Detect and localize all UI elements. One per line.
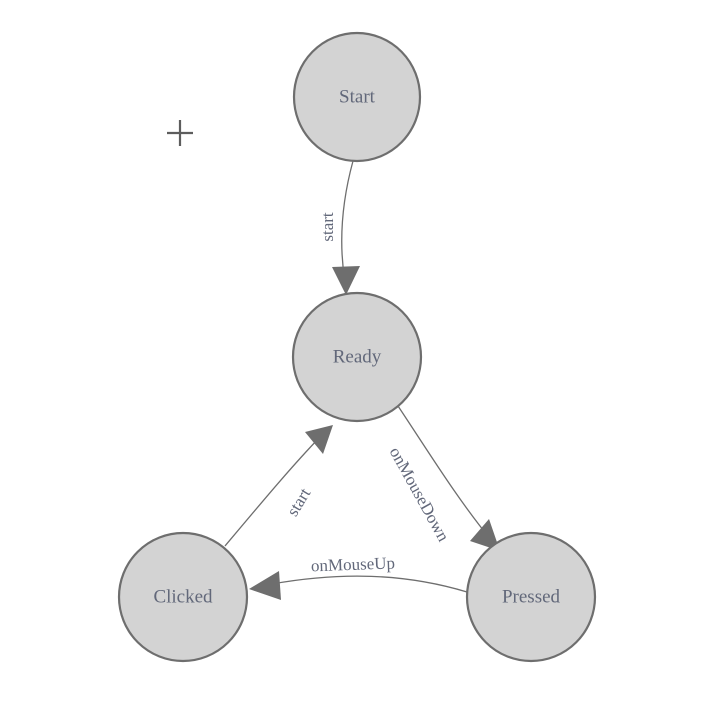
arrowhead-start-to-ready	[332, 266, 360, 295]
edge-start-to-ready[interactable]: start	[318, 160, 360, 295]
node-shape-clicked[interactable]	[117, 531, 249, 663]
edge-pressed-to-clicked[interactable]: onMouseUp	[249, 553, 468, 600]
state-node-pressed[interactable]: Pressed	[465, 531, 597, 663]
state-node-clicked[interactable]: Clicked	[117, 531, 249, 663]
node-label-start: Start	[339, 86, 376, 107]
state-node-start[interactable]: Start	[292, 31, 422, 163]
node-label-pressed: Pressed	[502, 586, 561, 607]
arrowhead-ready-to-pressed	[470, 519, 500, 551]
edge-label-start-to-ready: start	[318, 212, 337, 242]
edge-label-clicked-to-ready: start	[283, 485, 315, 520]
edge-path-ready-to-pressed	[397, 405, 493, 542]
edge-path-pressed-to-clicked	[271, 575, 468, 593]
edge-clicked-to-ready[interactable]: start	[224, 425, 333, 547]
edge-path-start-to-ready	[341, 160, 354, 283]
arrowhead-clicked-to-ready	[305, 425, 333, 454]
edge-ready-to-pressed[interactable]: onMouseDown	[386, 405, 500, 551]
edge-label-ready-to-pressed: onMouseDown	[386, 444, 454, 545]
node-label-clicked: Clicked	[153, 586, 213, 607]
node-shape-ready[interactable]	[291, 291, 423, 423]
arrowhead-pressed-to-clicked	[249, 571, 281, 600]
node-shape-start[interactable]	[292, 31, 422, 163]
node-shape-pressed[interactable]	[465, 531, 597, 663]
node-label-ready: Ready	[333, 346, 382, 367]
edge-path-clicked-to-ready	[224, 436, 321, 547]
edge-label-pressed-to-clicked: onMouseUp	[311, 553, 396, 575]
crosshair-icon[interactable]	[167, 120, 193, 146]
state-node-ready[interactable]: Ready	[291, 291, 423, 423]
